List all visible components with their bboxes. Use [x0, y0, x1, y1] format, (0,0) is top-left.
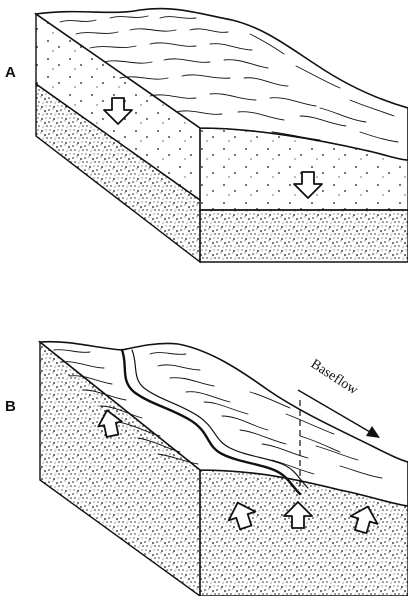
panel-a-label: A — [5, 64, 16, 81]
baseflow-label: Baseflow — [308, 357, 361, 399]
panel-b-label: B — [5, 398, 16, 415]
panel-a-front-lower-layer — [200, 210, 408, 262]
panel-a-block-diagram: A — [5, 9, 408, 262]
panel-b-block-diagram: B — [5, 342, 408, 596]
